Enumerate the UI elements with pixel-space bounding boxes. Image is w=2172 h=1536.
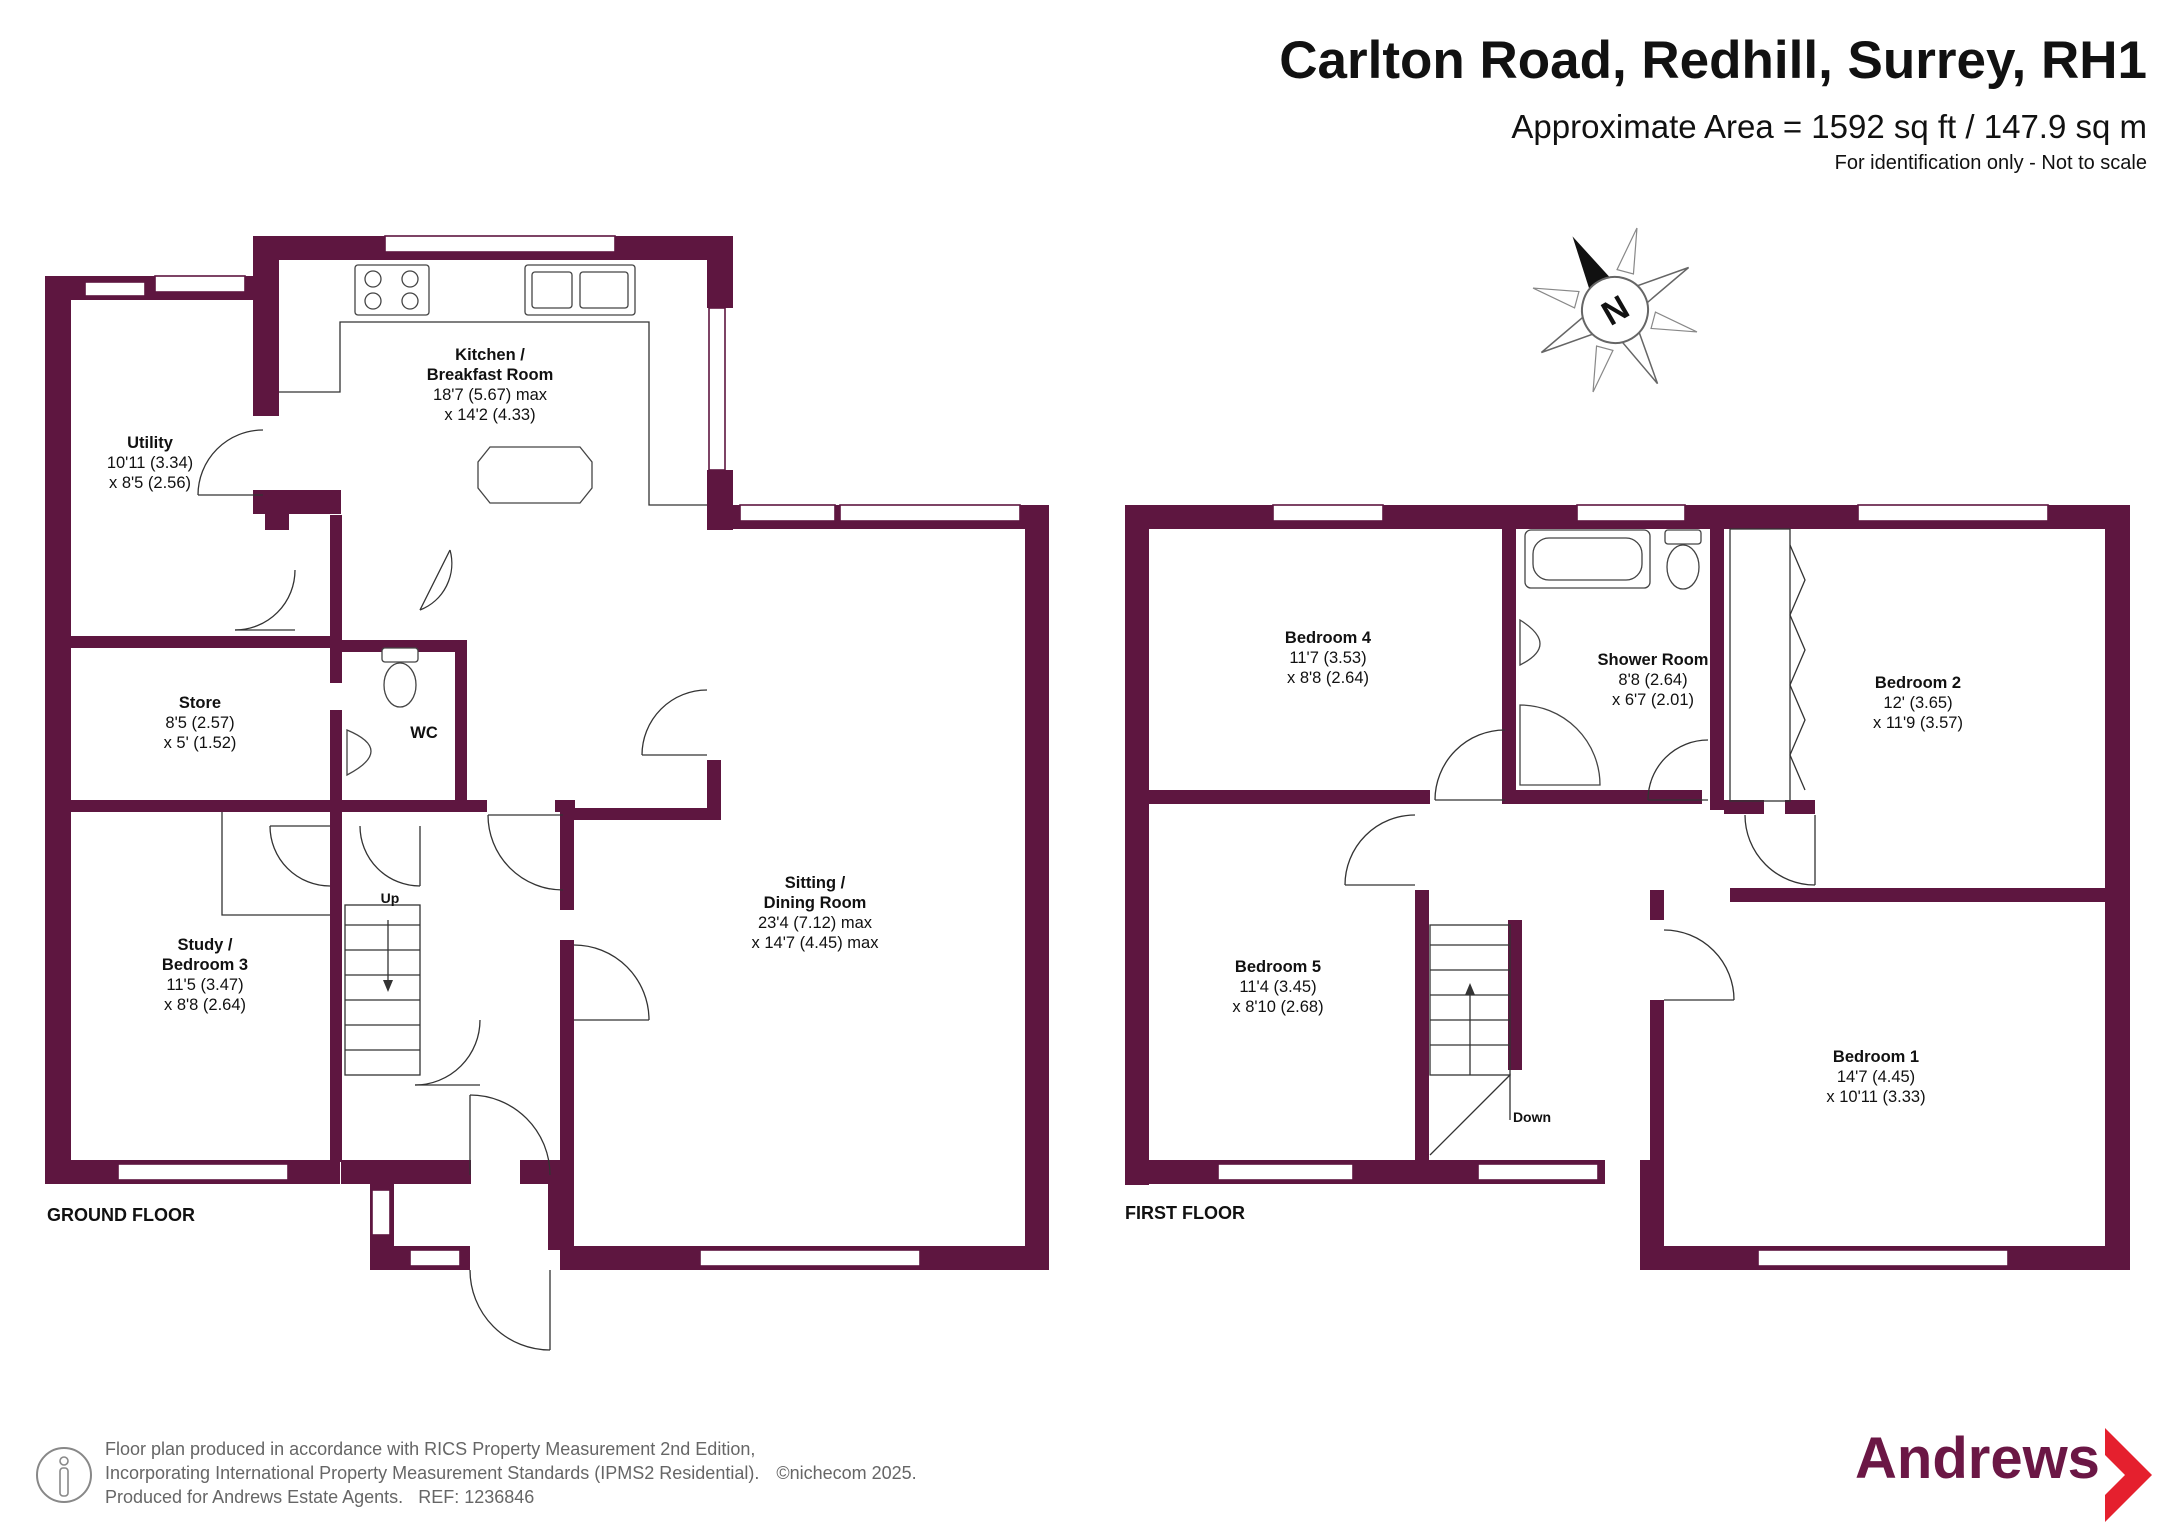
- bedroom1-dim-2: x 10'11 (3.33): [1826, 1088, 1925, 1106]
- ground-floor-plan: [45, 235, 1049, 1351]
- bedroom4-dim-1: 11'7 (3.53): [1289, 649, 1366, 667]
- wc-name: WC: [410, 724, 438, 742]
- footer-line-2-text: Incorporating International Property Mea…: [105, 1463, 760, 1483]
- first-floor-plan: [1125, 504, 2130, 1270]
- sitting-name-1: Sitting /: [785, 874, 846, 892]
- store-name: Store: [179, 694, 221, 712]
- study-name-1: Study /: [177, 936, 232, 954]
- room-label-shower: Shower Room 8'8 (2.64) x 6'7 (2.01): [1598, 651, 1709, 709]
- compass-icon: N: [1532, 227, 1698, 393]
- first-stairs: [1429, 924, 1511, 1156]
- bedroom1-dim-1: 14'7 (4.45): [1837, 1068, 1915, 1086]
- bedroom5-dim-2: x 8'10 (2.68): [1232, 998, 1323, 1016]
- room-label-kitchen: Kitchen / Breakfast Room 18'7 (5.67) max…: [427, 346, 554, 424]
- footer-line-2: Incorporating International Property Mea…: [105, 1461, 917, 1485]
- first-floor-label: FIRST FLOOR: [1125, 1203, 1245, 1223]
- utility-dim-1: 10'11 (3.34): [107, 454, 193, 472]
- first-stairs-label: Down: [1513, 1109, 1551, 1125]
- sitting-dim-2: x 14'7 (4.45) max: [752, 934, 880, 952]
- shower-name: Shower Room: [1598, 651, 1709, 669]
- footer-line-3: Produced for Andrews Estate Agents. REF:…: [105, 1485, 534, 1509]
- brand-logo: Andrews: [1855, 1426, 2100, 1491]
- page-title: Carlton Road, Redhill, Surrey, RH1: [1279, 31, 2147, 90]
- approximate-area: Approximate Area = 1592 sq ft / 147.9 sq…: [1511, 108, 2147, 145]
- bedroom5-name: Bedroom 5: [1235, 958, 1321, 976]
- ground-stairs-label: Up: [381, 890, 400, 906]
- kitchen-dim-2: x 14'2 (4.33): [444, 406, 535, 424]
- store-dim-1: 8'5 (2.57): [165, 714, 234, 732]
- person-icon: [36, 1447, 92, 1503]
- store-dim-2: x 5' (1.52): [164, 734, 237, 752]
- kitchen-name-1: Kitchen /: [455, 346, 525, 364]
- utility-name: Utility: [127, 434, 174, 452]
- study-dim-2: x 8'8 (2.64): [164, 996, 246, 1014]
- bedroom5-dim-1: 11'4 (3.45): [1239, 978, 1316, 996]
- kitchen-dim-1: 18'7 (5.67) max: [433, 386, 548, 404]
- room-label-sitting: Sitting / Dining Room 23'4 (7.12) max x …: [752, 874, 880, 952]
- footer-line-3-text: Produced for Andrews Estate Agents.: [105, 1487, 404, 1507]
- study-dim-1: 11'5 (3.47): [166, 976, 243, 994]
- room-label-bedroom2: Bedroom 2 12' (3.65) x 11'9 (3.57): [1873, 674, 1963, 732]
- bedroom2-dim-1: 12' (3.65): [1883, 694, 1952, 712]
- room-label-wc: WC: [410, 724, 438, 742]
- sitting-dim-1: 23'4 (7.12) max: [758, 914, 873, 932]
- bedroom1-name: Bedroom 1: [1833, 1048, 1919, 1066]
- room-label-utility: Utility 10'11 (3.34) x 8'5 (2.56): [107, 434, 193, 492]
- bedroom4-name: Bedroom 4: [1285, 629, 1372, 647]
- brand-chevron-icon: [2105, 1428, 2152, 1522]
- bedroom4-dim-2: x 8'8 (2.64): [1287, 669, 1369, 687]
- room-label-bedroom4: Bedroom 4 11'7 (3.53) x 8'8 (2.64): [1285, 629, 1372, 687]
- footer-line-1: Floor plan produced in accordance with R…: [105, 1439, 756, 1459]
- room-label-study: Study / Bedroom 3 11'5 (3.47) x 8'8 (2.6…: [162, 936, 248, 1014]
- footer-copyright: ©nichecom 2025.: [776, 1463, 917, 1483]
- room-label-store: Store 8'5 (2.57) x 5' (1.52): [164, 694, 237, 752]
- kitchen-name-2: Breakfast Room: [427, 366, 554, 384]
- room-label-bedroom1: Bedroom 1 14'7 (4.45) x 10'11 (3.33): [1826, 1048, 1925, 1106]
- ground-stairs: [221, 812, 421, 1076]
- scale-note: For identification only - Not to scale: [1834, 152, 2147, 174]
- room-label-bedroom5: Bedroom 5 11'4 (3.45) x 8'10 (2.68): [1232, 958, 1323, 1016]
- bedroom2-name: Bedroom 2: [1875, 674, 1961, 692]
- shower-dim-2: x 6'7 (2.01): [1612, 691, 1694, 709]
- shower-dim-1: 8'8 (2.64): [1618, 671, 1687, 689]
- study-name-2: Bedroom 3: [162, 956, 248, 974]
- sitting-name-2: Dining Room: [764, 894, 867, 912]
- bedroom2-dim-2: x 11'9 (3.57): [1873, 714, 1963, 732]
- ground-floor-label: GROUND FLOOR: [47, 1205, 195, 1225]
- footer-ref: REF: 1236846: [418, 1487, 535, 1507]
- utility-dim-2: x 8'5 (2.56): [109, 474, 191, 492]
